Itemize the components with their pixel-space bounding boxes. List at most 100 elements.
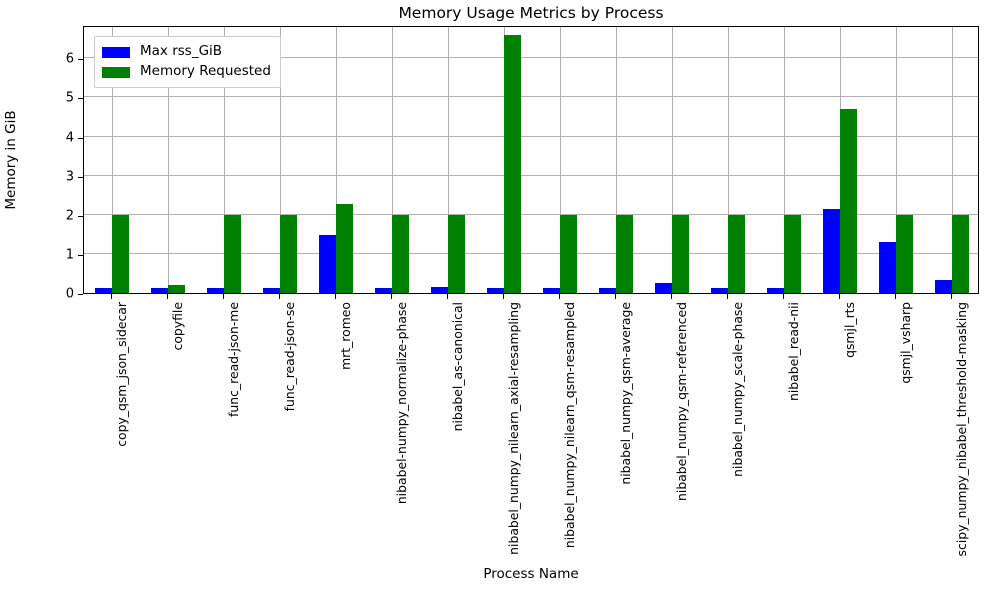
- x-axis-label: Process Name: [483, 566, 579, 582]
- bar-1-8: [560, 214, 577, 293]
- legend-swatch-icon: [102, 46, 130, 58]
- bar-1-5: [392, 214, 409, 293]
- x-tick-mark: [167, 294, 168, 299]
- y-tick-label: 0: [65, 286, 74, 302]
- x-tick-label: nibabel_numpy_qsm-referenced: [674, 302, 689, 501]
- x-tick-label: func_read-json-se: [282, 302, 297, 412]
- x-tick-label: nibabel_numpy_qsm-average: [618, 302, 633, 485]
- x-tick-mark: [559, 294, 560, 299]
- bar-1-1: [168, 285, 185, 293]
- bar-0-0: [95, 287, 112, 293]
- x-tick-label: copyfile: [170, 302, 185, 351]
- gridline-vertical: [336, 27, 337, 293]
- y-tick-mark: [78, 294, 83, 295]
- y-tick-mark: [78, 137, 83, 139]
- x-tick-mark: [895, 294, 896, 299]
- plot-area: [83, 26, 979, 294]
- bar-0-15: [935, 279, 952, 293]
- x-tick-label: func_read-json-me: [226, 302, 241, 417]
- y-tick-label: 5: [65, 90, 74, 106]
- x-tick-mark: [615, 294, 616, 299]
- x-tick-label: scipy_numpy_nibabel_threshold-masking: [954, 302, 969, 557]
- x-tick-mark: [279, 294, 280, 299]
- y-tick-mark: [78, 254, 83, 256]
- bar-0-1: [151, 287, 168, 293]
- x-tick-label: copy_qsm_json_sidecar: [114, 302, 129, 447]
- bar-1-9: [616, 214, 633, 293]
- x-tick-mark: [951, 294, 952, 299]
- gridline-vertical: [280, 27, 281, 293]
- bars-layer: [84, 27, 978, 293]
- bar-0-10: [655, 283, 672, 293]
- bar-0-14: [879, 242, 896, 293]
- bar-0-6: [431, 286, 448, 293]
- bar-1-3: [280, 214, 297, 293]
- gridline-vertical: [672, 27, 673, 293]
- y-axis-ticks: 0 1 2 3 4 5 6: [0, 26, 1000, 301]
- gridline-vertical: [448, 27, 449, 293]
- x-tick-label: nibabel_numpy_scale-phase: [730, 302, 745, 477]
- x-tick-mark: [503, 294, 504, 299]
- x-tick-label: qsmjl_vsharp: [898, 302, 913, 384]
- bar-0-3: [263, 287, 280, 293]
- x-tick-label: nibabel_as-canonical: [450, 302, 465, 432]
- x-tick-mark: [783, 294, 784, 299]
- gridline-vertical: [728, 27, 729, 293]
- y-tick-label: 3: [65, 169, 74, 185]
- y-tick-label: 6: [65, 51, 74, 67]
- x-tick-label: nibabel_read-nii: [786, 302, 801, 401]
- gridline-vertical: [616, 27, 617, 293]
- x-tick-mark: [447, 294, 448, 299]
- gridline-vertical: [784, 27, 785, 293]
- bar-1-0: [112, 214, 129, 293]
- x-tick-label: nibabel-numpy_normalize-phase: [394, 302, 409, 505]
- gridline-vertical: [560, 27, 561, 293]
- gridline-horizontal: [84, 57, 978, 59]
- x-tick-mark: [839, 294, 840, 299]
- x-tick-label: nibabel_numpy_nilearn_axial-resampling: [506, 302, 521, 555]
- bar-0-7: [487, 287, 504, 293]
- bar-1-2: [224, 214, 241, 293]
- x-tick-label: nibabel_numpy_nilearn_qsm-resampled: [562, 302, 577, 549]
- gridline-horizontal: [84, 252, 978, 254]
- bar-0-9: [599, 287, 616, 293]
- bar-0-12: [767, 287, 784, 293]
- bar-1-4: [336, 204, 353, 293]
- legend-label: Max rss_GiB: [140, 43, 223, 60]
- gridline-horizontal: [84, 96, 978, 98]
- legend-swatch-icon: [102, 66, 130, 78]
- x-tick-mark: [671, 294, 672, 299]
- gridline-vertical: [112, 27, 113, 293]
- x-tick-mark: [727, 294, 728, 299]
- legend-item-0[interactable]: Max rss_GiB: [102, 42, 271, 62]
- y-tick-label: 4: [65, 130, 74, 145]
- x-tick-mark: [335, 294, 336, 299]
- bar-1-10: [672, 214, 689, 293]
- y-tick-mark: [78, 59, 83, 61]
- gridline-vertical: [224, 27, 225, 293]
- bar-1-6: [448, 214, 465, 293]
- x-tick-label: qsmjl_rts: [842, 302, 857, 358]
- bar-0-5: [375, 287, 392, 293]
- y-tick-label: 1: [65, 247, 74, 263]
- x-axis-ticks: copy_qsm_json_sidecar copyfile func_read-j…: [0, 294, 1000, 574]
- bar-1-7: [504, 34, 521, 293]
- gridline-vertical: [392, 27, 393, 293]
- x-tick-mark: [111, 294, 112, 299]
- y-tick-label: 2: [65, 208, 74, 224]
- chart-legend: Max rss_GiB Memory Requested: [94, 36, 281, 88]
- legend-label: Memory Requested: [140, 63, 271, 80]
- y-tick-mark: [78, 176, 83, 178]
- gridline-vertical: [168, 27, 169, 293]
- x-tick-mark: [391, 294, 392, 299]
- x-tick-label: mrt_romeo: [338, 302, 353, 370]
- x-tick-mark: [223, 294, 224, 299]
- bar-0-13: [823, 208, 840, 293]
- legend-item-1[interactable]: Memory Requested: [102, 62, 271, 82]
- chart-title: Memory Usage Metrics by Process: [398, 4, 664, 22]
- y-tick-mark: [78, 215, 83, 217]
- bar-0-11: [711, 287, 728, 293]
- gridline-vertical: [896, 27, 897, 293]
- bar-1-15: [952, 214, 969, 293]
